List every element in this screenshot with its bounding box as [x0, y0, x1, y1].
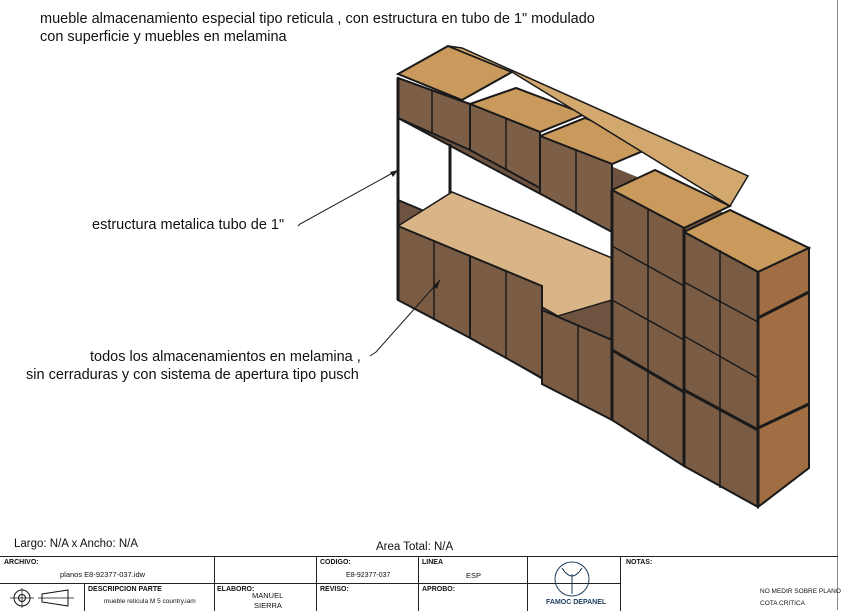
title-block: ARCHIVO: planos E8-92377-037.idw DESCRIP… [0, 556, 841, 611]
description-line-1: mueble almacenamiento especial tipo reti… [40, 11, 595, 27]
famoc-logo-icon [552, 560, 592, 598]
codigo-value: E8-92377-037 [346, 572, 391, 579]
reviso-label: REVISO: [320, 586, 349, 593]
structure-leader-line [297, 169, 399, 227]
descripcion-value: mueble reticula M 5 country.iam [104, 598, 196, 605]
area-text: Area Total: N/A [376, 541, 454, 553]
size-text: Largo: N/A x Ancho: N/A [14, 538, 139, 550]
linea-label: LINEA [422, 559, 443, 566]
aprobo-label: APROBO: [422, 586, 456, 593]
linea-value: ESP [466, 571, 482, 580]
archivo-value: planos E8-92377-037.idw [60, 570, 146, 579]
storage-callout-line-2: sin cerraduras y con sistema de apertura… [26, 367, 359, 383]
side-panel [757, 246, 810, 510]
description-line-2: con superficie y muebles en melamina [40, 29, 287, 45]
elaboro-value-2: SIERRA [254, 601, 282, 610]
furniture-isometric-drawing [297, 44, 812, 510]
archivo-label: ARCHIVO: [4, 559, 39, 566]
note-1: NO MEDIR SOBRE PLANO [760, 588, 841, 595]
note-2: COTA CRITICA [760, 600, 806, 607]
storage-leader-line [369, 279, 441, 357]
notas-label: NOTAS: [626, 559, 653, 566]
grid-cabinet-column [683, 230, 759, 509]
elaboro-value-1: MANUEL [252, 591, 284, 600]
structure-callout: estructura metalica tubo de 1" [92, 217, 285, 233]
elaboro-label: ELABORO: [217, 586, 255, 593]
third-angle-projection-icon [8, 587, 78, 609]
top-back-edge [447, 45, 750, 208]
logo-text: FAMOC DEPANEL [546, 599, 607, 606]
descripcion-label: DESCRIPCION PARTE [88, 586, 162, 593]
storage-callout-line-1: todos los almacenamientos en melamina , [90, 349, 361, 365]
codigo-label: CODIGO: [320, 559, 351, 566]
